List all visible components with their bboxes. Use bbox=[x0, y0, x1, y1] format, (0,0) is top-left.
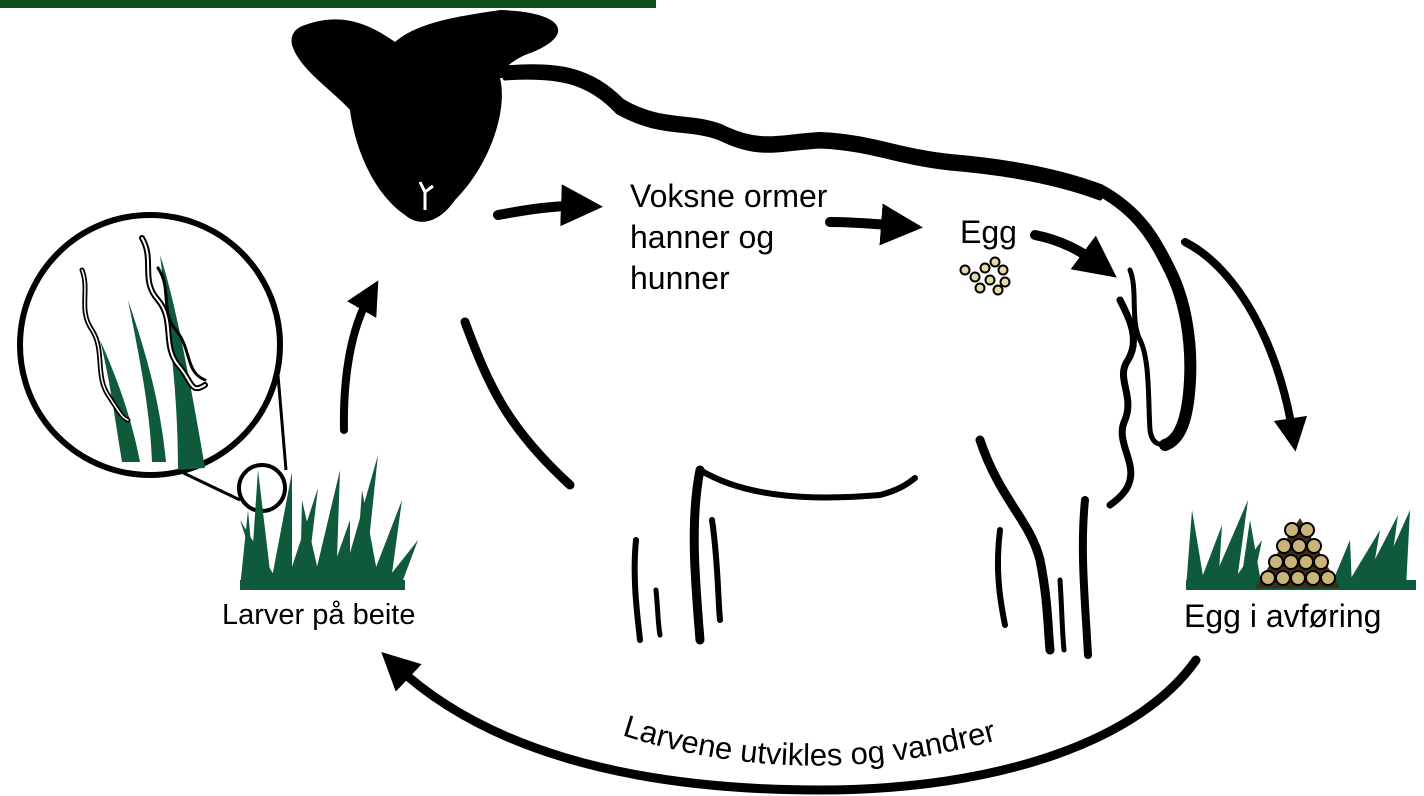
magnifier-icon bbox=[20, 215, 286, 511]
larvae-develop-text: Larvene utvikles og vandrer bbox=[620, 708, 999, 772]
grass-icon bbox=[240, 455, 418, 590]
arrow-icon bbox=[1035, 235, 1100, 265]
larvae-develop-label: Larvene utvikles og vandrer bbox=[620, 708, 999, 772]
arrow-icon bbox=[498, 206, 582, 215]
arrow-icon bbox=[1185, 242, 1293, 435]
egg-label: Egg bbox=[960, 214, 1017, 250]
adults-label-line3: hunner bbox=[630, 260, 730, 296]
eggs-in-feces-label: Egg i avføring bbox=[1184, 598, 1381, 634]
arrow-icon bbox=[830, 222, 902, 226]
dung-icon bbox=[1255, 518, 1340, 588]
larvae-on-pasture-label: Larver på beite bbox=[222, 599, 415, 631]
header-bar bbox=[0, 0, 656, 8]
adults-label-line1: Voksne ormer bbox=[630, 178, 828, 214]
egg-cluster-icon bbox=[961, 258, 1010, 295]
sheep-icon bbox=[292, 10, 1191, 655]
arrow-icon bbox=[344, 295, 370, 430]
adults-label-line2: hanner og bbox=[630, 219, 774, 255]
